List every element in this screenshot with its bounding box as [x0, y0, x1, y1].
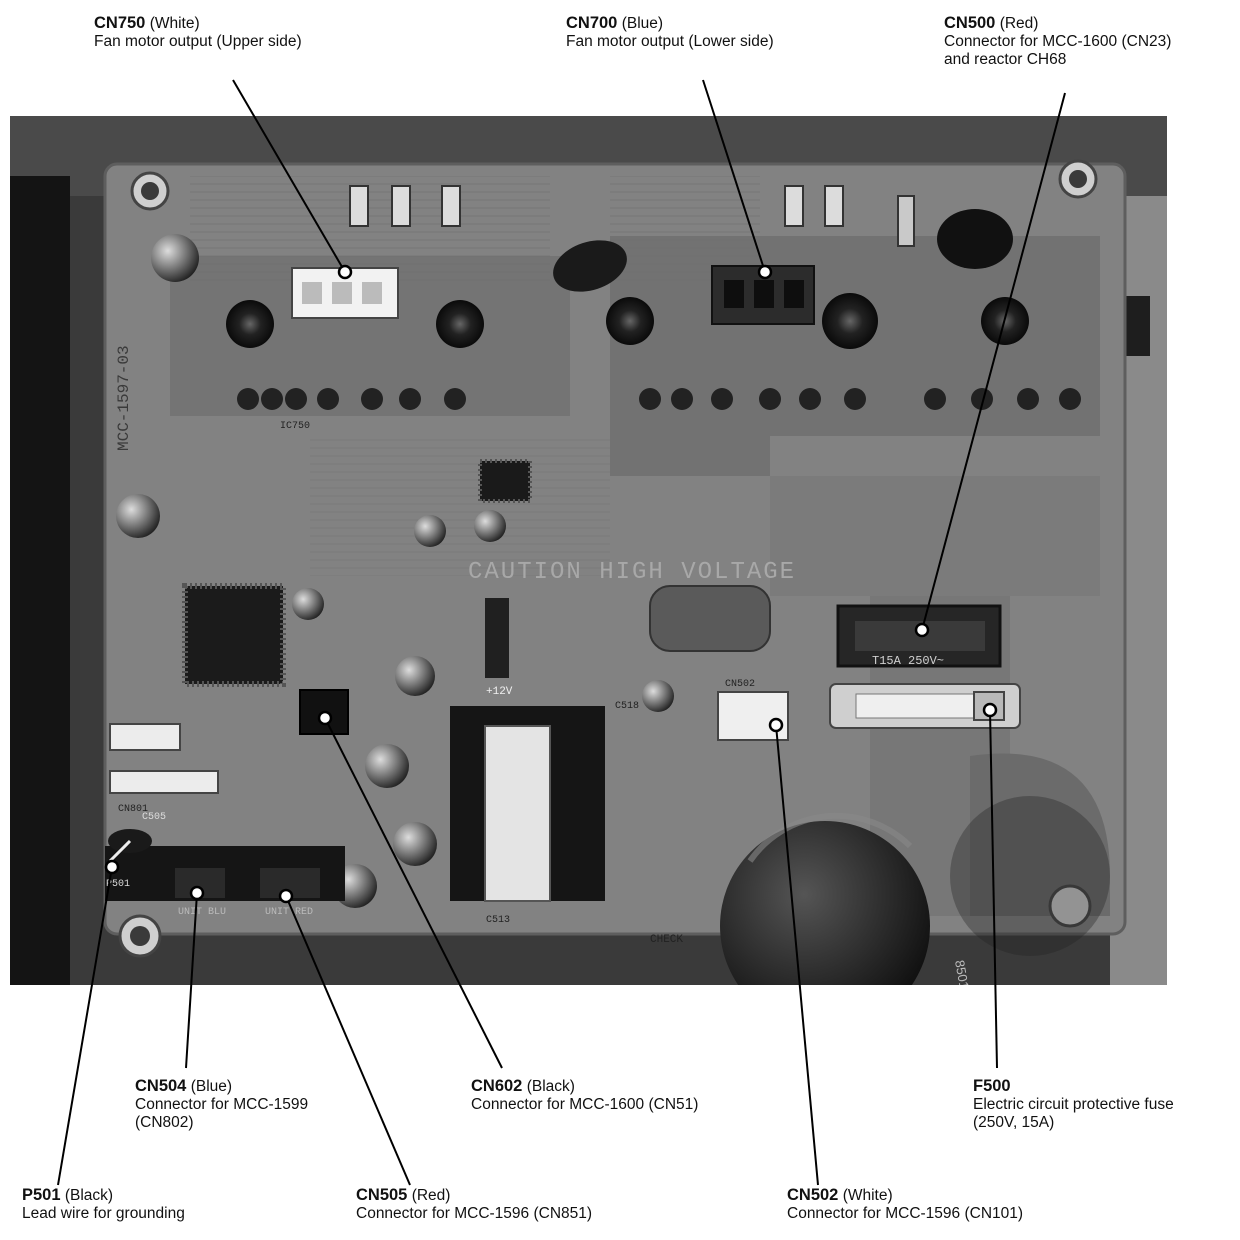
callout-color: (Blue) [190, 1078, 233, 1095]
silk-fuse-rating: T15A 250V~ [872, 654, 944, 668]
silk-c513: C513 [486, 915, 510, 926]
control-board-photo: CAUTION HIGH VOLTAGE MCC-1597-03 T15A 25… [10, 116, 1167, 985]
cn502-connector [717, 691, 789, 741]
silk-unit-blue: UNIT BLU [178, 907, 226, 918]
callout-description-line1: Connector for MCC-1600 (CN23) [944, 33, 1172, 50]
callout-p501: P501 (Black) Lead wire for grounding [22, 1186, 185, 1223]
callout-description-line2: (CN802) [135, 1114, 194, 1131]
callout-color: (Black) [64, 1187, 114, 1204]
cn700-connector [711, 265, 815, 325]
callout-code: CN500 [944, 14, 996, 32]
callout-cn700: CN700 (Blue) Fan motor output (Lower sid… [566, 14, 774, 51]
callout-description: Fan motor output (Lower side) [566, 33, 774, 50]
cn750-connector [291, 267, 399, 319]
callout-description-line2: (250V, 15A) [973, 1114, 1055, 1131]
callout-f500: F500 Electric circuit protective fuse (2… [973, 1077, 1174, 1132]
callout-code: CN602 [471, 1077, 523, 1095]
callout-color: (White) [842, 1187, 893, 1204]
callout-code: CN504 [135, 1077, 187, 1095]
callout-code: P501 [22, 1186, 61, 1204]
silk-cap-label: 850178 [952, 959, 974, 985]
callout-code: CN505 [356, 1186, 408, 1204]
cn504-connector [175, 868, 225, 898]
silk-part-number: MCC-1597-03 [115, 345, 133, 451]
silk-12v: +12V [486, 686, 513, 698]
cn602-connector [299, 689, 349, 735]
big-capacitor [720, 821, 930, 985]
callout-description: Connector for MCC-1596 (CN851) [356, 1205, 593, 1222]
silk-check: CHECK [650, 934, 683, 946]
callout-cn504: CN504 (Blue) Connector for MCC-1599 (CN8… [135, 1077, 308, 1132]
callout-description: Fan motor output (Upper side) [94, 33, 302, 50]
callout-cn500: CN500 (Red) Connector for MCC-1600 (CN23… [944, 14, 1171, 69]
callout-description-line1: Connector for MCC-1599 [135, 1096, 309, 1113]
silk-c518: C518 [615, 701, 639, 712]
microcontroller [182, 583, 286, 687]
silk-p501: P501 [106, 879, 130, 890]
silk-cn801: CN801 [118, 804, 148, 815]
callout-color: (Blue) [621, 15, 664, 32]
callout-code: CN502 [787, 1186, 839, 1204]
callout-cn502: CN502 (White) Connector for MCC-1596 (CN… [787, 1186, 1023, 1223]
callout-color: (Red) [999, 15, 1039, 32]
silk-ic750: IC750 [280, 421, 310, 432]
callout-cn505: CN505 (Red) Connector for MCC-1596 (CN85… [356, 1186, 592, 1223]
callout-code: F500 [973, 1077, 1011, 1095]
silk-unit-red: UNIT RED [265, 907, 313, 918]
callout-description: Connector for MCC-1600 (CN51) [471, 1096, 699, 1113]
callout-color: (Black) [526, 1078, 575, 1095]
silk-c505: C505 [142, 812, 166, 823]
callout-code: CN750 [94, 14, 146, 32]
callout-description-line2: and reactor CH68 [944, 51, 1067, 68]
callout-description-line1: Electric circuit protective fuse [973, 1096, 1174, 1113]
callout-cn602: CN602 (Black) Connector for MCC-1600 (CN… [471, 1077, 698, 1114]
transformer [450, 706, 605, 902]
callout-description: Connector for MCC-1596 (CN101) [787, 1205, 1024, 1222]
cn505-connector [260, 868, 320, 898]
callout-code: CN700 [566, 14, 618, 32]
callout-cn750: CN750 (White) Fan motor output (Upper si… [94, 14, 302, 51]
callout-description: Lead wire for grounding [22, 1205, 185, 1222]
fuse-f500 [829, 683, 1021, 729]
silk-caution: CAUTION HIGH VOLTAGE [468, 559, 796, 586]
silk-cn502: CN502 [725, 679, 755, 690]
callout-color: (Red) [411, 1187, 451, 1204]
callout-color: (White) [149, 15, 200, 32]
